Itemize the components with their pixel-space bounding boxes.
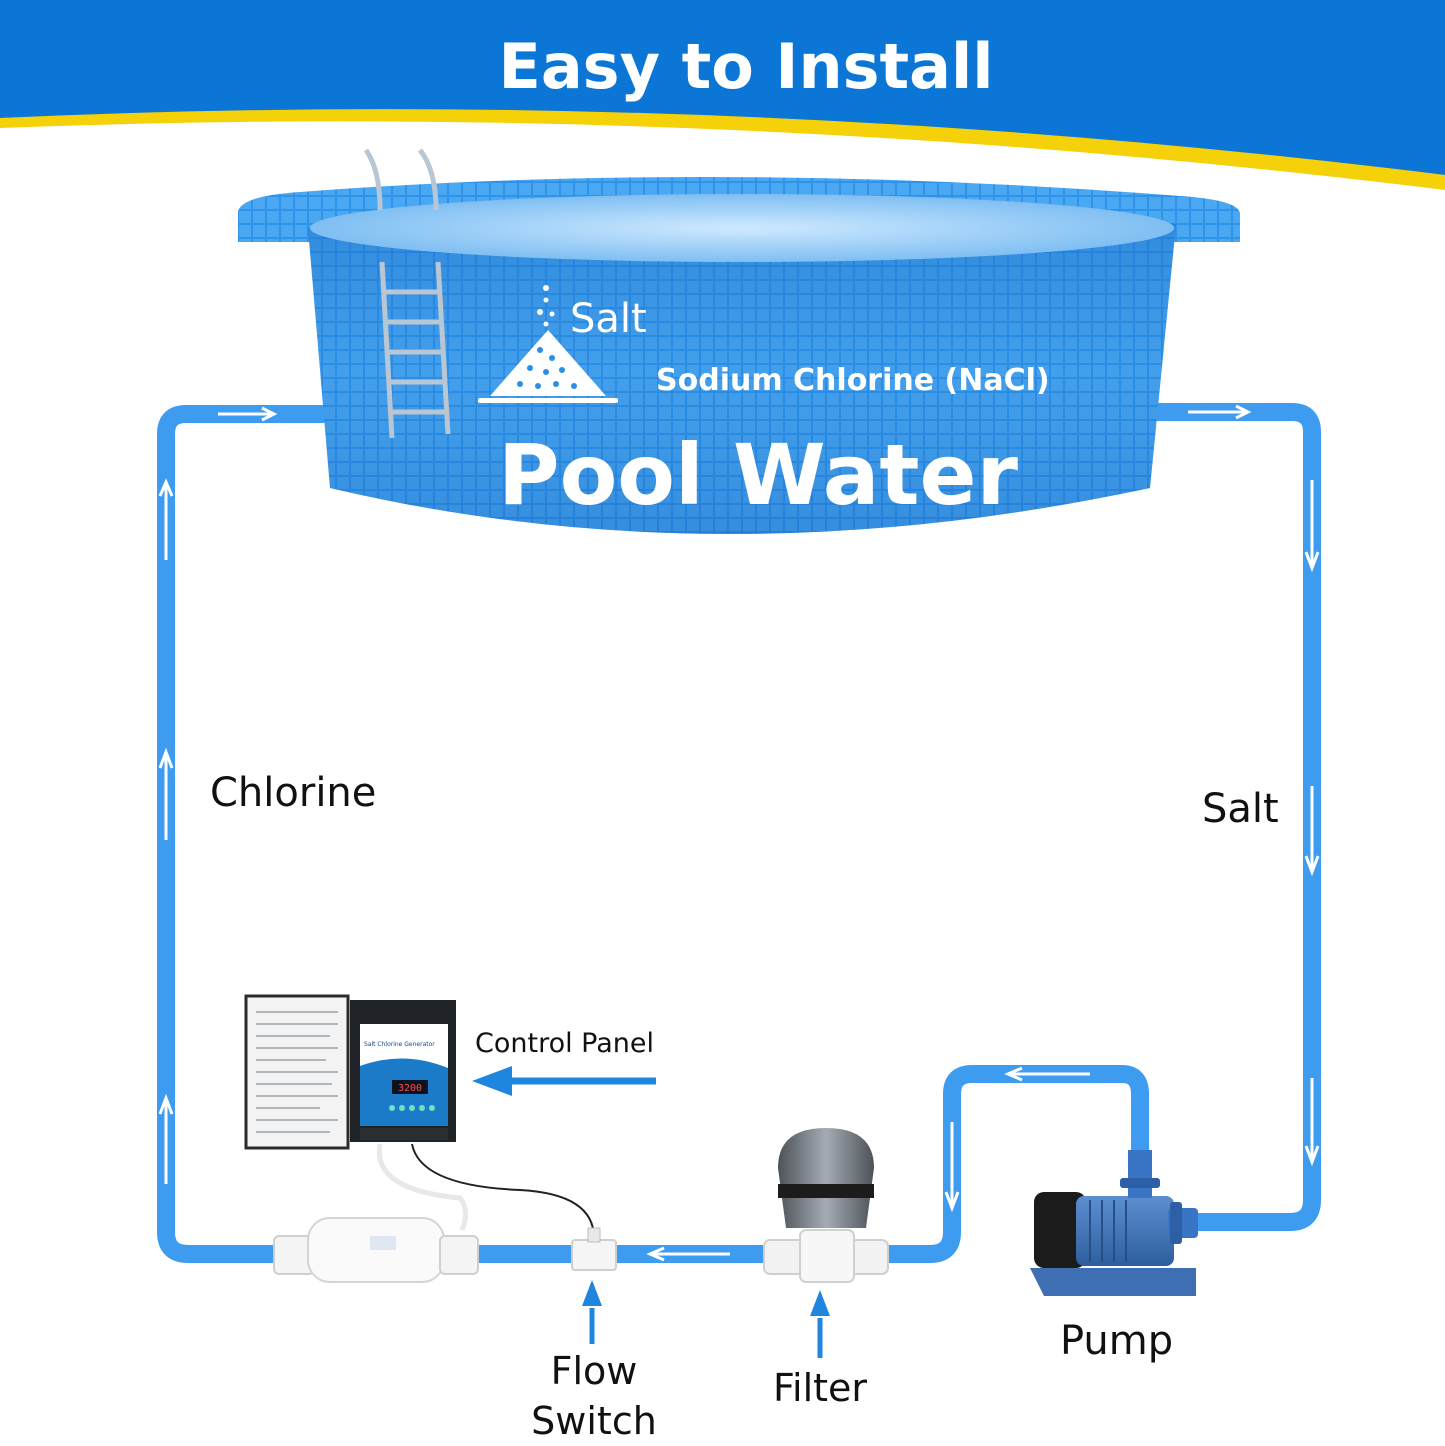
panel-screen-title: Salt Chlorine Generator	[364, 1041, 435, 1048]
pump-fins	[1089, 1200, 1127, 1262]
salt-flow-label: Salt	[1202, 786, 1279, 832]
arrow-up-icon	[158, 1093, 174, 1184]
arrow-left-icon	[1004, 1066, 1090, 1082]
flow-arrows	[158, 404, 1320, 1262]
arrow-up-icon	[158, 747, 174, 840]
salt-cell	[273, 1217, 479, 1283]
arrow-down-icon	[1304, 1078, 1320, 1167]
pump-motor-cap	[1034, 1192, 1086, 1268]
panel-base	[360, 1128, 448, 1140]
header-title: Easy to Install	[498, 30, 993, 103]
pool-wall-shade	[308, 207, 1176, 534]
pool: Salt Sodium Chlorine (NaCl) Pool Water	[238, 148, 1240, 534]
filter	[763, 1128, 889, 1283]
pool-sodium-label: Sodium Chlorine (NaCl)	[656, 363, 1050, 398]
arrow-right-icon	[1188, 404, 1252, 420]
flow-switch-label: Flow Switch	[520, 1346, 668, 1446]
pump-inlet-flange	[1120, 1178, 1160, 1188]
panel-buttons	[389, 1105, 435, 1111]
panel-cable-icon	[376, 1143, 468, 1231]
control-panel: Salt Chlorine Generator 3200	[244, 994, 595, 1239]
filter-label: Filter	[772, 1366, 868, 1410]
arrow-up-icon	[582, 1280, 602, 1306]
panel-display	[392, 1080, 428, 1094]
filter-dome-icon	[778, 1128, 874, 1228]
pool-salt-label: Salt	[570, 296, 647, 342]
pool-title: Pool Water	[498, 426, 1018, 524]
pump-base	[1030, 1268, 1196, 1296]
salt-grains	[517, 347, 577, 389]
header-blue-wave	[0, 0, 1445, 175]
arrow-left-icon	[472, 1066, 512, 1096]
pool-ladder-icon	[363, 148, 451, 439]
arrow-down-icon	[944, 1122, 960, 1213]
header-yellow-stripe	[0, 107, 1445, 190]
pump-label: Pump	[1060, 1318, 1174, 1364]
flow-switch-label-line1: Flow	[550, 1349, 638, 1393]
header-banner: Easy to Install	[0, 0, 1445, 190]
panel-display-value: 3200	[398, 1083, 422, 1094]
flow-switch-label-line2: Switch	[531, 1399, 657, 1443]
filter-band	[778, 1184, 874, 1198]
panel-door-manual	[256, 1011, 338, 1133]
arrow-up-icon	[158, 478, 174, 560]
arrow-left-icon	[646, 1246, 730, 1262]
arrow-right-icon	[218, 406, 278, 422]
sensor-wire-icon	[411, 1143, 595, 1239]
pool-water-surface	[310, 194, 1174, 262]
control-panel-label: Control Panel	[475, 1028, 655, 1059]
arrow-up-icon	[810, 1290, 830, 1316]
flow-switch	[571, 1227, 617, 1271]
arrow-down-icon	[1304, 480, 1320, 573]
salt-pile-icon	[478, 285, 618, 403]
arrow-down-icon	[1304, 786, 1320, 877]
chlorine-label: Chlorine	[210, 770, 377, 816]
pump	[1030, 1150, 1198, 1296]
pump-inlet	[1128, 1150, 1152, 1198]
pipe-pump-loop	[871, 1065, 1149, 1263]
callout-arrows	[472, 1066, 830, 1358]
pump-outlet-flange	[1170, 1202, 1182, 1244]
